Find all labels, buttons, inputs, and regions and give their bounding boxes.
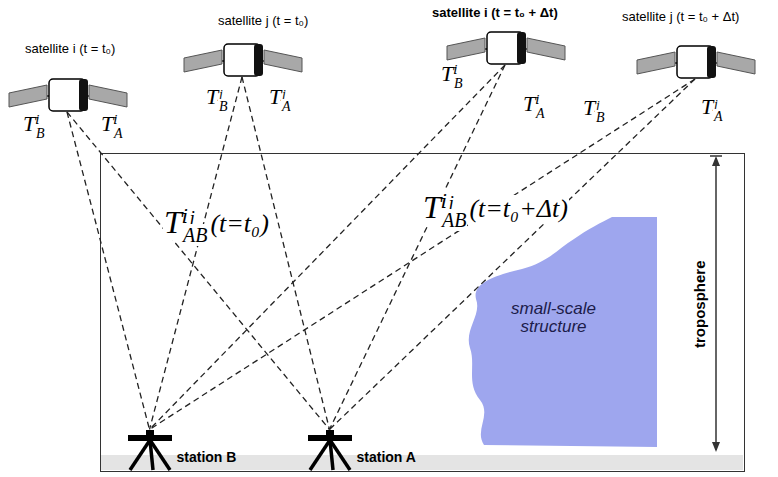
delay-subscript: B	[453, 76, 464, 91]
satellite-label: satellite j (t = t₀)	[218, 14, 308, 28]
delay-subscript: A	[113, 126, 124, 141]
epoch-label: (t=t₀+Δt)	[468, 195, 568, 224]
satellite: satellite i (t = t₀ + Δt)TⁱBTⁱA	[440, 6, 570, 65]
satellite: satellite j (t = t₀)TʲBTʲA	[177, 14, 307, 77]
delay-subscript: B	[595, 110, 606, 125]
station-pair-subscript: AB	[182, 224, 208, 246]
delay-subscript: A	[713, 109, 724, 124]
signal-path	[150, 79, 696, 430]
signal-path	[150, 65, 506, 430]
epoch-label: (t=t₀)	[209, 210, 269, 239]
station-label: station A	[357, 450, 416, 465]
satellite-label: satellite i (t = t₀)	[25, 42, 115, 56]
satellite-label: satellite i (t = t₀ + Δt)	[432, 6, 558, 20]
satellite-label: satellite j (t = t₀ + Δt)	[622, 10, 739, 24]
signal-path	[330, 65, 506, 430]
signal-path	[330, 79, 696, 430]
structure-label: small-scale structure	[487, 300, 621, 337]
delay-subscript: B	[218, 99, 229, 114]
signal-path	[242, 77, 330, 430]
small-scale-structure: small-scale structure	[462, 215, 657, 447]
signal-path	[150, 77, 243, 430]
signal-path	[67, 112, 330, 430]
station: station A	[295, 430, 430, 470]
signal-path	[67, 112, 150, 430]
station-label: station B	[177, 450, 237, 465]
station: station B	[115, 430, 250, 470]
delay-subscript: A	[281, 99, 292, 114]
troposphere-label: troposphere	[691, 260, 708, 348]
satellite: satellite i (t = t₀)TⁱBTⁱA	[2, 42, 132, 112]
station-pair-subscript: AB	[441, 209, 467, 231]
satellite: satellite j (t = t₀ + Δt)TʲBTʲA	[630, 10, 760, 79]
delay-subscript: A	[535, 106, 546, 121]
delay-subscript: B	[35, 126, 46, 141]
